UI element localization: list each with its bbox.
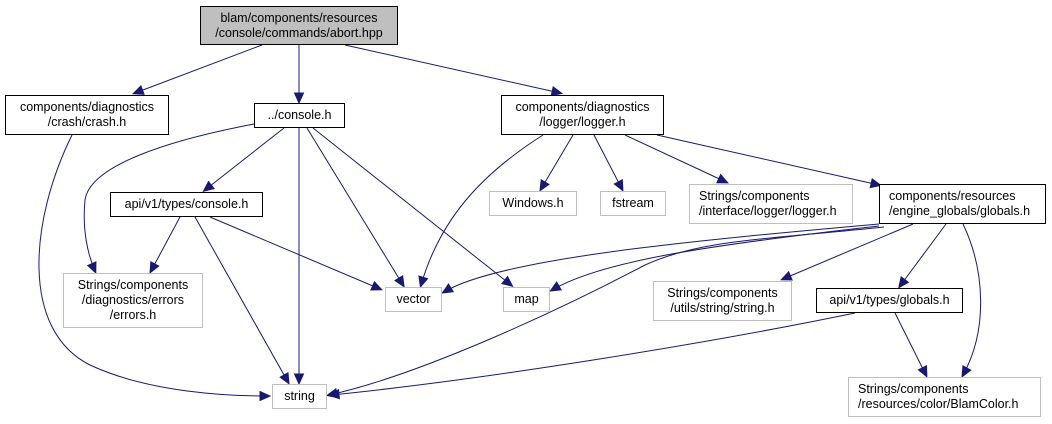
arrowhead-icon xyxy=(501,275,514,287)
edge-console-to-apiconsole xyxy=(202,127,285,192)
arrowhead-icon xyxy=(202,180,215,192)
edge-apiglobals-to-blamcolor xyxy=(894,312,928,378)
edge-line xyxy=(328,226,885,396)
node-fstream: fstream xyxy=(600,191,666,216)
edge-line xyxy=(899,223,947,287)
edge-logger-to-globals xyxy=(656,134,883,189)
arrowhead-icon xyxy=(716,173,729,184)
edge-line xyxy=(420,134,544,286)
edge-apiglobals-to-string xyxy=(327,312,856,400)
arrowhead-icon xyxy=(780,270,793,281)
arrowhead-icon xyxy=(898,276,910,289)
edge-line xyxy=(443,223,880,293)
edge-apiconsole-to-errors xyxy=(149,216,181,274)
arrowhead-icon xyxy=(279,372,290,385)
arrowhead-icon xyxy=(418,275,429,289)
edge-globals-to-vector xyxy=(441,223,880,294)
arrowhead-icon xyxy=(961,365,972,378)
edge-line xyxy=(593,134,623,190)
node-crash-h[interactable]: components/diagnostics /crash/crash.h xyxy=(5,95,169,135)
edge-line xyxy=(656,134,880,186)
node-console-h[interactable]: ../console.h xyxy=(254,103,345,128)
node-api-globals-h[interactable]: api/v1/types/globals.h xyxy=(816,288,963,313)
edge-apiconsole-to-vector xyxy=(209,216,383,291)
arrowhead-icon xyxy=(293,92,305,105)
edge-line xyxy=(38,134,269,397)
arrowhead-icon xyxy=(370,280,383,291)
node-abort-hpp: blam/components/resources /console/comma… xyxy=(200,6,398,45)
edge-line xyxy=(540,134,574,190)
arrowhead-icon xyxy=(149,261,160,274)
edge-line xyxy=(782,223,914,280)
node-utils-string-h: Strings/components /utils/string/string.… xyxy=(653,281,792,321)
node-logger-h[interactable]: components/diagnostics /logger/logger.h xyxy=(501,95,664,135)
arrowhead-icon xyxy=(293,373,305,386)
edge-console-to-map xyxy=(312,127,514,287)
edge-line xyxy=(894,312,927,376)
node-api-console-h[interactable]: api/v1/types/console.h xyxy=(110,192,263,217)
arrowhead-icon xyxy=(549,281,562,292)
node-interface-logger-h: Strings/components /interface/logger/log… xyxy=(689,184,853,224)
node-errors-h: Strings/components /diagnostics/errors /… xyxy=(63,273,203,328)
edge-line xyxy=(194,216,289,383)
edge-crash-to-string xyxy=(38,134,272,402)
edge-abort-to-logger xyxy=(344,44,564,97)
arrowhead-icon xyxy=(131,85,145,95)
arrowhead-icon xyxy=(550,86,564,97)
arrowhead-icon xyxy=(327,388,340,400)
edge-line xyxy=(306,127,404,286)
node-string: string xyxy=(272,384,327,409)
edge-logger-to-fstream xyxy=(593,134,624,192)
edge-apiconsole-to-string xyxy=(194,216,290,385)
edge-console-to-errors xyxy=(83,123,255,274)
edge-line xyxy=(150,216,181,272)
edge-logger-to-vector xyxy=(418,134,544,289)
edge-abort-to-crash xyxy=(131,44,263,95)
edge-line xyxy=(624,134,727,183)
node-map: map xyxy=(503,287,550,312)
edge-line xyxy=(312,127,512,286)
edge-line xyxy=(330,312,856,396)
edge-logger-to-ilogger xyxy=(624,134,729,184)
edge-line xyxy=(204,127,285,191)
edge-globals-to-blamcolor xyxy=(961,223,982,378)
arrowhead-icon xyxy=(613,179,624,192)
node-blamcolor-h: Strings/components /resources/color/Blam… xyxy=(848,377,1041,417)
arrowhead-icon xyxy=(441,283,455,294)
edge-line xyxy=(209,216,381,290)
arrowhead-icon xyxy=(539,178,550,192)
arrowhead-icon xyxy=(86,261,97,274)
node-windows-h: Windows.h xyxy=(489,191,577,216)
edge-line xyxy=(83,123,255,272)
node-globals-h[interactable]: components/resources /engine_globals/glo… xyxy=(879,184,1046,224)
edge-globals-to-strstring xyxy=(780,223,914,281)
edge-line xyxy=(962,223,982,376)
edge-console-to-vector xyxy=(306,127,405,288)
arrowhead-icon xyxy=(394,274,405,288)
arrowhead-icon xyxy=(869,177,883,189)
node-vector: vector xyxy=(385,287,442,312)
edge-globals-to-apiglobals xyxy=(898,223,947,289)
arrowhead-icon xyxy=(917,365,928,378)
edge-abort-to-console xyxy=(293,45,305,105)
edge-logger-to-windows xyxy=(539,134,574,192)
arrowhead-icon xyxy=(259,390,272,402)
edge-line xyxy=(134,44,263,94)
edge-line xyxy=(344,44,561,94)
